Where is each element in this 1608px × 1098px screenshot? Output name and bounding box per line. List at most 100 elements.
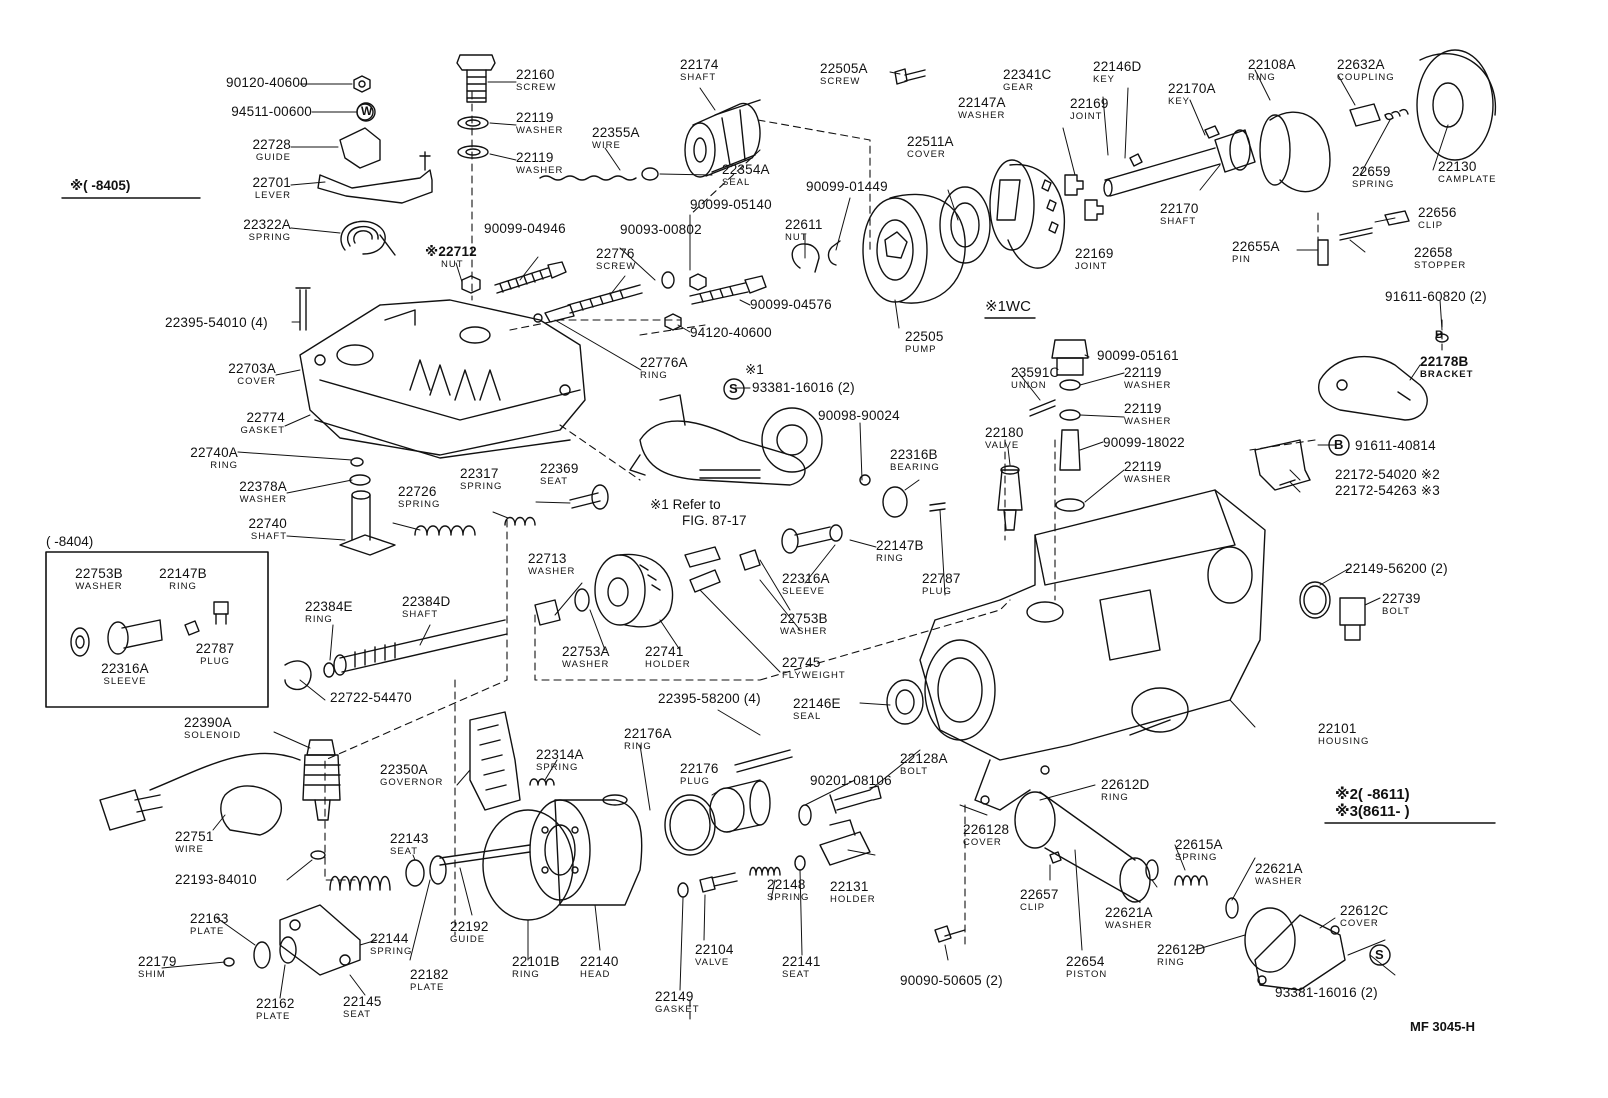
b-marker-icon: B bbox=[1435, 329, 1443, 341]
note-refer: ※1 Refer to bbox=[650, 497, 721, 512]
legend-line-1: ※2( -8611) bbox=[1335, 786, 1410, 803]
governor-22350a bbox=[469, 711, 555, 811]
w-marker-icon: W bbox=[361, 104, 373, 118]
variant-box-parts bbox=[70, 601, 229, 657]
governor-cover-22703a bbox=[295, 275, 586, 459]
spring-plate-stack bbox=[223, 855, 447, 976]
wire-seal bbox=[539, 167, 659, 181]
leader-lines bbox=[161, 69, 1449, 999]
part-label: 22172-54263 ※3 bbox=[1335, 483, 1440, 498]
part-label: 90120-40600 bbox=[226, 75, 308, 90]
drive-shaft-22170 bbox=[1103, 125, 1256, 197]
sleeve-22316a bbox=[781, 524, 843, 554]
part-label: 90099-05140 bbox=[690, 197, 772, 212]
b-marker-icon: B bbox=[1334, 437, 1344, 452]
note-star1: ※1 bbox=[745, 362, 764, 377]
bracket-22178b bbox=[1318, 333, 1449, 421]
flyweight-22745 bbox=[684, 546, 761, 593]
part-label: 93381-16016 (2) bbox=[752, 380, 855, 395]
note-wc: ※1WC bbox=[985, 298, 1031, 315]
part-label: 22149-56200 (2) bbox=[1345, 561, 1448, 576]
holder-22741 bbox=[534, 553, 674, 628]
control-lever-assembly bbox=[629, 394, 946, 518]
piston-22654 bbox=[934, 791, 1346, 991]
clip-pin-stopper bbox=[1317, 210, 1410, 266]
lever-22172 bbox=[1254, 439, 1366, 641]
part-label: 94120-40600 bbox=[690, 325, 772, 340]
marker-circles bbox=[356, 102, 1391, 966]
note-refer-fig: FIG. 87-17 bbox=[682, 513, 747, 528]
part-label: 91611-40814 bbox=[1355, 438, 1436, 453]
plug-ring-valve bbox=[664, 679, 924, 898]
part-label: 90099-04576 bbox=[750, 297, 832, 312]
part-label: 91611-60820 (2) bbox=[1385, 289, 1487, 304]
part-label: 90090-50605 (2) bbox=[900, 973, 1003, 988]
part-label: 90099-18022 bbox=[1103, 435, 1185, 450]
head-22140 bbox=[439, 794, 643, 921]
s-marker-icon: S bbox=[1375, 947, 1384, 962]
shaft-22384d bbox=[284, 619, 508, 691]
guide-lever-group bbox=[317, 127, 433, 256]
solenoid-22390a bbox=[99, 739, 341, 860]
